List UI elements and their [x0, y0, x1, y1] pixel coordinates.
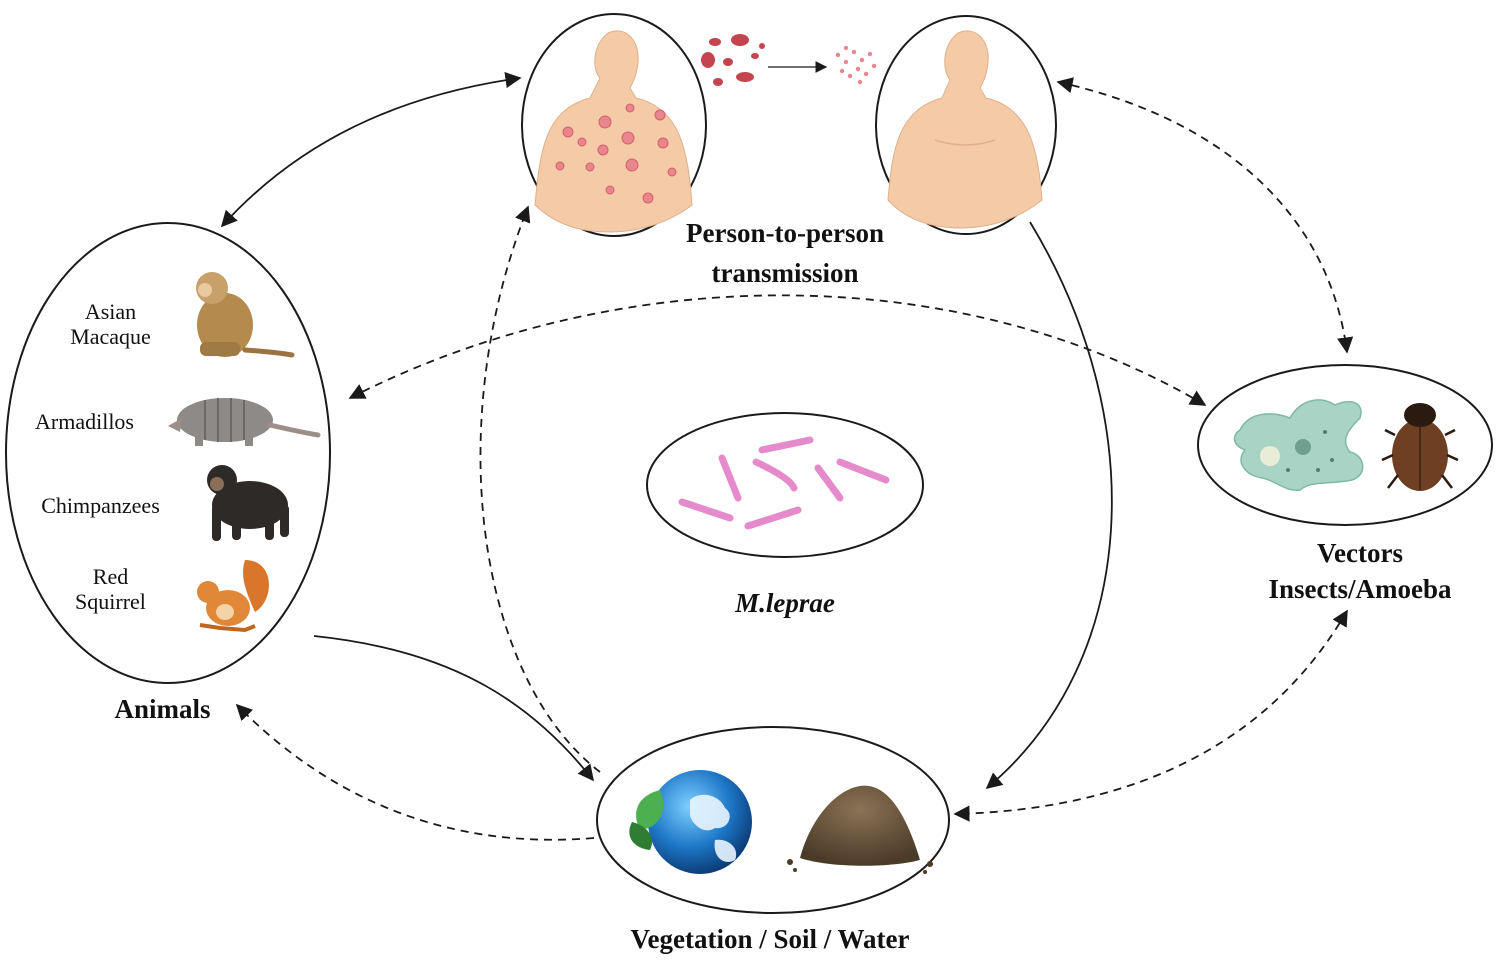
edge-animals-vectors: [348, 294, 1207, 406]
chimpanzee-icon: [207, 465, 289, 541]
animals-caption: Animals: [114, 694, 211, 724]
healthy-person-icon: [887, 30, 1043, 229]
vectors-caption-line1: Vectors: [1317, 538, 1403, 568]
macaque-label-line1: Asian: [84, 299, 137, 324]
animal-label-macaque: Asian Macaque: [48, 299, 173, 349]
droplets-icon: [701, 34, 765, 86]
globe-icon: [629, 770, 752, 874]
edge-vectors-environment: [953, 609, 1348, 822]
squirrel-label-line1: Red: [92, 564, 129, 589]
edge-animals-environment: [313, 635, 595, 782]
patient-caption: Person-to-person transmission: [680, 218, 890, 288]
vectors-caption: Vectors Insects/Amoeba: [1245, 538, 1475, 604]
macaque-icon: [196, 272, 295, 358]
environment-caption: Vegetation / Soil / Water: [630, 924, 910, 954]
patient-caption-line2: transmission: [711, 258, 859, 289]
bacilli-icon: [678, 436, 890, 530]
patient-caption-line1: Person-to-person: [686, 218, 884, 248]
edge-recipient-vectors: [1056, 77, 1354, 354]
armadillo-icon: [168, 398, 321, 446]
animal-label-armadillos: Armadillos: [35, 409, 134, 434]
animal-label-squirrel: Red Squirrel: [48, 564, 173, 614]
soil-pile-icon: [787, 785, 933, 874]
animal-label-chimpanzees: Chimpanzees: [41, 493, 160, 518]
beetle-icon: [1381, 403, 1459, 491]
edge-animals-patient: [220, 72, 522, 228]
edge-environment-patient: [479, 205, 601, 773]
amoeba-icon: [1233, 399, 1364, 491]
squirrel-icon: [197, 560, 269, 633]
edge-recipient-environment: [985, 221, 1113, 790]
squirrel-label-line2: Squirrel: [75, 588, 146, 614]
bacteria-node: [646, 412, 924, 558]
bacteria-caption: M.leprae: [735, 588, 835, 618]
macaque-label-line2: Macaque: [70, 323, 151, 349]
aerosol-icon: [835, 45, 877, 85]
edge-environment-animals: [235, 703, 595, 841]
vectors-caption-line2: Insects/Amoeba: [1268, 574, 1452, 605]
edges: [220, 61, 1354, 841]
infected-person-icon: [534, 30, 693, 233]
